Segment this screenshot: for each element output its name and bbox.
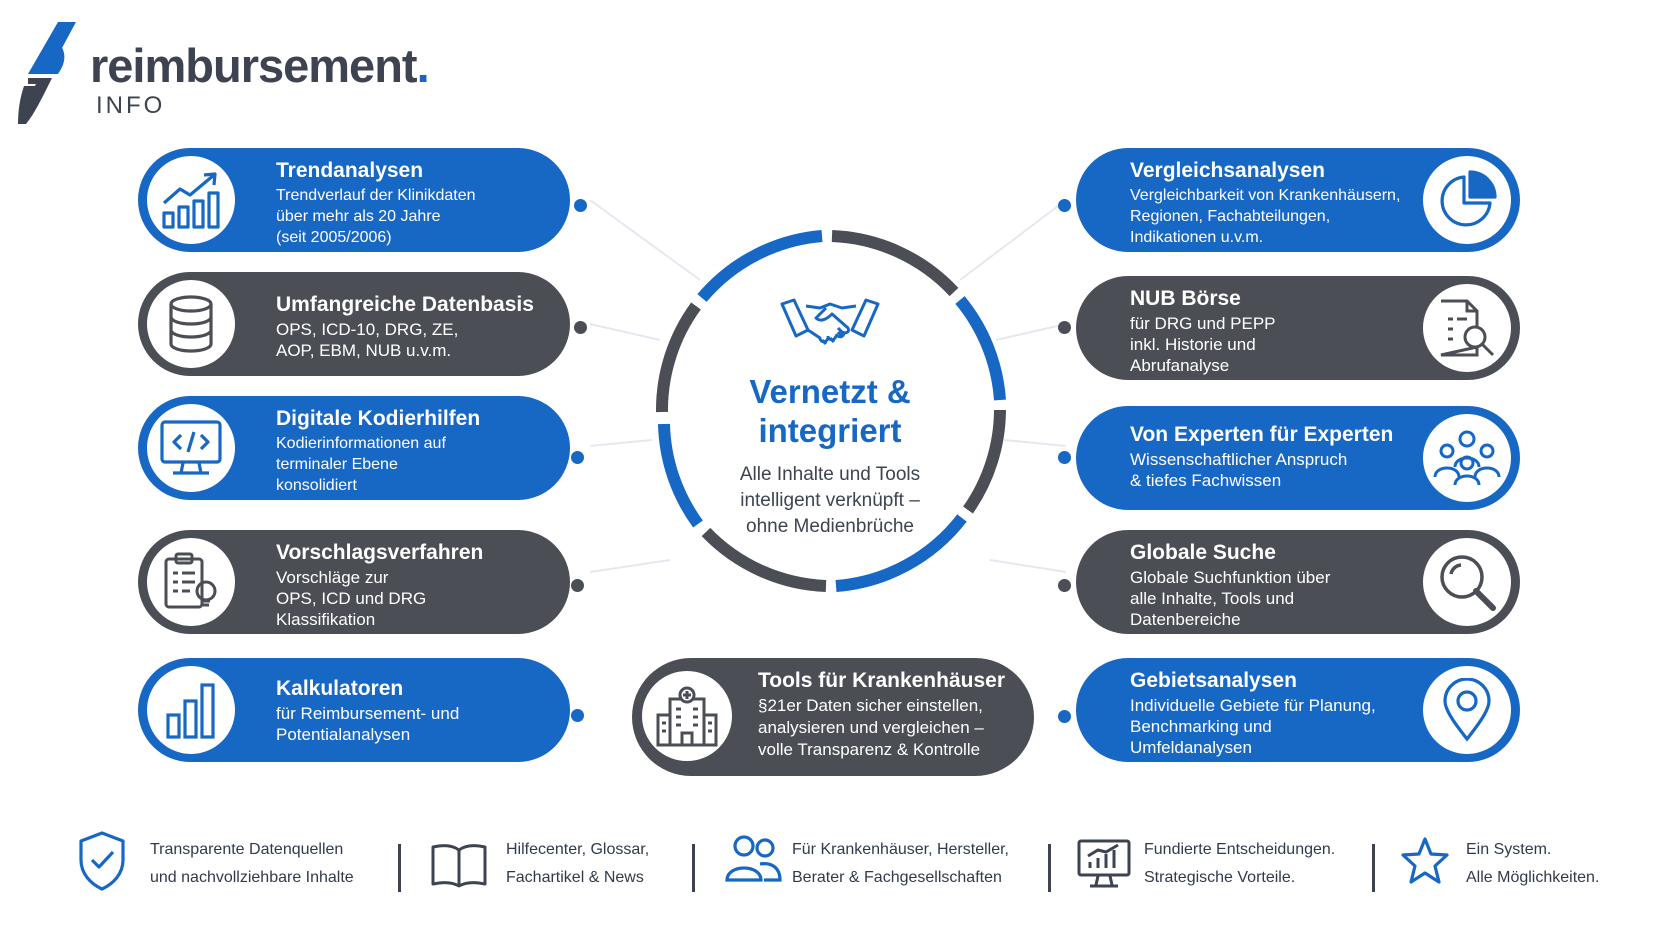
card-title: Umfangreiche Datenbasis [276,293,534,316]
card-experten[interactable]: Von Experten für Experten Wissenschaftli… [1076,406,1520,510]
card-title: Digitale Kodierhilfen [276,407,481,430]
handshake-icon [780,298,880,346]
card-title: Gebietsanalysen [1130,669,1297,692]
card-kodierhilfen[interactable]: Digitale Kodierhilfen Kodierinformatione… [138,396,570,500]
center-subtitle: Alle Inhalte und Tools intelligent verkn… [739,464,921,537]
footer-line2: und nachvollziehbare Inhalte [150,869,354,886]
bar-chart-icon [142,661,240,759]
card-gebietsanalysen[interactable]: Gebietsanalysen Individuelle Gebiete für… [1076,658,1520,762]
logo-mark-icon [18,22,76,124]
card-title: NUB Börse [1130,287,1241,310]
connector-dot [1058,710,1071,723]
connector-dot [574,321,587,334]
footer-divider [398,844,401,892]
footer-line1: Hilfecenter, Glossar, [506,841,650,858]
footer-line2: Fachartikel & News [506,869,644,886]
people-group-icon [1418,409,1516,507]
connector-dot [571,709,584,722]
footer-line2: Berater & Fachgesellschaften [792,869,1002,886]
card-description: Vergleichbarkeit von Krankenhäusern,Regi… [1130,187,1401,246]
footer-divider [1048,844,1051,892]
footer-divider [692,844,695,892]
card-title: Tools für Krankenhäuser [758,669,1005,692]
card-description: §21er Daten sicher einstellen,analysiere… [758,696,984,759]
footer-line1: Fundierte Entscheidungen. [1144,841,1336,858]
logo: reimbursement. INFO [18,20,538,130]
code-monitor-icon [142,399,240,497]
card-title: Globale Suche [1130,541,1276,564]
card-trendanalysen[interactable]: Trendanalysen Trendverlauf der Klinikdat… [138,148,570,252]
center-ring [655,230,1006,592]
pie-chart-icon [1418,151,1516,249]
magnifier-icon [1418,533,1516,631]
monitor-chart-icon [1077,839,1131,888]
star-icon [1401,837,1449,884]
hospital-icon [637,666,737,766]
center-block: Vernetzt & integriert Alle Inhalte und T… [700,294,960,540]
connector-dot [1058,199,1071,212]
clipboard-lightbulb-icon [142,533,240,631]
connector-dot [571,579,584,592]
card-description: Individuelle Gebiete für Planung,Benchma… [1130,696,1376,757]
footer-line2: Strategische Vorteile. [1144,869,1296,886]
connector-dot [574,199,587,212]
card-title: Vergleichsanalysen [1130,159,1325,182]
card-tools-krankenhaeuser[interactable]: Tools für Krankenhäuser §21er Daten sich… [632,658,1034,776]
connector-dot [1058,451,1071,464]
book-icon [431,844,487,888]
center-title: Vernetzt & integriert [749,373,911,449]
connector-dot [1058,579,1071,592]
card-description: Wissenschaftlicher Anspruch& tiefes Fach… [1130,450,1348,490]
document-search-icon [1418,279,1516,377]
footer-line1: Transparente Datenquellen [150,841,344,858]
shield-check-icon [79,831,125,891]
connector-dot [1058,321,1071,334]
footer-line2: Alle Möglichkeiten. [1466,869,1600,886]
card-title: Vorschlagsverfahren [276,541,484,564]
footer-divider [1372,844,1375,892]
card-title: Kalkulatoren [276,677,404,700]
users-icon [725,835,782,882]
trend-chart-icon [142,151,240,249]
card-title: Trendanalysen [276,159,424,182]
logo-subtitle: INFO [96,92,166,119]
footer-line1: Für Krankenhäuser, Hersteller, [792,841,1009,858]
card-title: Von Experten für Experten [1130,423,1394,446]
footer-line1: Ein System. [1466,841,1552,858]
card-datenbasis[interactable]: Umfangreiche Datenbasis OPS, ICD-10, DRG… [138,272,570,376]
map-pin-icon [1418,661,1516,759]
card-vergleichsanalysen[interactable]: Vergleichsanalysen Vergleichbarkeit von … [1076,148,1520,252]
connector-dot [571,451,584,464]
card-description: OPS, ICD-10, DRG, ZE,AOP, EBM, NUB u.v.m… [276,320,459,360]
database-icon [142,275,240,373]
logo-name: reimbursement. [90,39,430,92]
